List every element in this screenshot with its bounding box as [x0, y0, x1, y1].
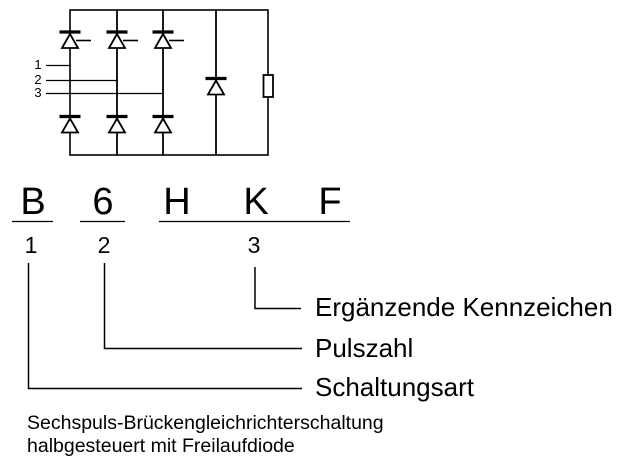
group-number-2: 2	[97, 232, 111, 258]
designation-letter-b: B	[20, 181, 46, 223]
legend-connector-3	[254, 267, 301, 310]
phase-input-label-3: 3	[34, 85, 42, 100]
diode-icon	[152, 114, 174, 134]
designation-letter-6: 6	[92, 181, 114, 223]
designation-letter-k: K	[243, 181, 269, 223]
freewheel-diode-icon	[205, 76, 227, 96]
legend-label-ergaenzende-kennzeichen: Ergänzende Kennzeichen	[315, 292, 613, 322]
phase-input-label-1: 1	[34, 57, 42, 72]
thyristor-icon	[59, 30, 91, 49]
legend-connector-1	[27, 263, 302, 390]
legend-label-pulszahl: Pulszahl	[315, 333, 414, 363]
legend-connector-2	[103, 263, 302, 350]
phase-input-label-2: 2	[34, 72, 42, 87]
thyristor-icon	[106, 30, 138, 49]
group-number-1: 1	[24, 232, 38, 258]
diode-icon	[106, 114, 128, 134]
designation-letter-f: F	[318, 181, 342, 223]
legend-label-schaltungsart: Schaltungsart	[315, 372, 474, 402]
figure-caption: Sechspuls-Brückengleichrichterschaltung …	[27, 412, 384, 458]
diode-icon	[59, 114, 81, 134]
designation-letter-h: H	[163, 181, 191, 223]
load-resistor-icon	[262, 74, 274, 98]
caption-line-1: Sechspuls-Brückengleichrichterschaltung	[27, 412, 384, 434]
caption-line-2: halbgesteuert mit Freilaufdiode	[27, 435, 295, 457]
thyristor-icon	[152, 30, 184, 49]
group-number-3: 3	[247, 232, 261, 258]
